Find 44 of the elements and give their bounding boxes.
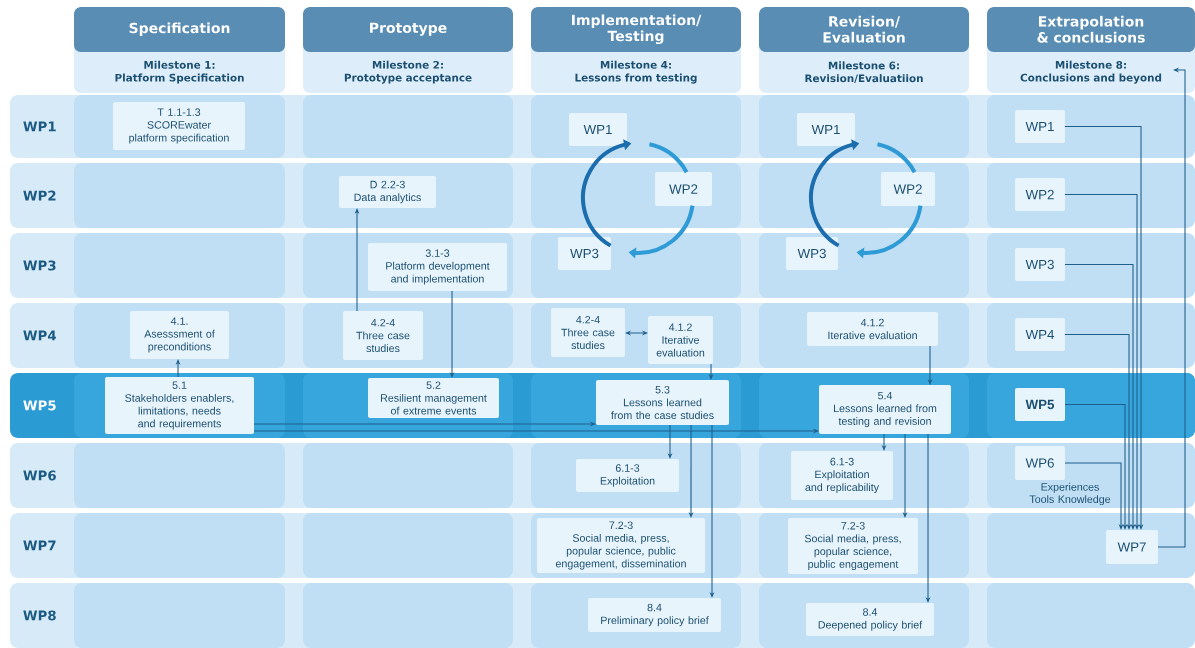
- column-header: Prototype Milestone 2: Prototype acceptance: [303, 7, 513, 93]
- wp-box: WP3: [786, 237, 838, 270]
- wp-box: WP3: [558, 237, 611, 270]
- task-box: 5.2 Resilient management of extreme events: [368, 378, 499, 418]
- arrow: [1064, 125, 1144, 530]
- wp-box: WP1: [569, 113, 627, 146]
- wp-box: WP2: [655, 172, 712, 206]
- arrow: [1064, 462, 1124, 530]
- wp-box: WP1: [1015, 110, 1065, 143]
- task-box: 5.1 Stakeholders enablers, limitations, needs and requirements: [105, 377, 254, 434]
- task-box: 4.2-4 Three case studies: [551, 308, 625, 357]
- task-box: 3.1-3 Platform development and implementation: [368, 243, 507, 291]
- column-header: Implementation/ Testing Milestone 4: Lessons from testing: [531, 7, 741, 93]
- task-box: 5.3 Lessons learned from the case studies: [596, 380, 729, 425]
- task-box: 4.2-4 Three case studies: [343, 311, 423, 360]
- column-header: Revision/ Evaluation Milestone 6: Revision/Evaluatiion: [759, 7, 969, 93]
- task-box: D 2.2-3 Data analytics: [339, 176, 436, 208]
- wp-box: WP6: [1015, 446, 1065, 480]
- wp-box: WP4: [1015, 318, 1065, 351]
- arrow: [1064, 403, 1128, 530]
- task-box: 4.1.2 Iterative evaluation: [648, 316, 713, 364]
- arrow: [1064, 193, 1140, 530]
- wp-box: WP3: [1015, 248, 1065, 281]
- wp-box: WP2: [881, 172, 935, 206]
- arrow: [625, 330, 648, 336]
- task-box: T 1.1-1.3 SCOREwater platform specification: [113, 102, 245, 150]
- arrow: [1064, 333, 1132, 530]
- task-box: 4.1. Asesssment of preconditions: [130, 311, 229, 359]
- column-header: Specification Milestone 1: Platform Specification: [74, 7, 285, 93]
- wp-box: WP5: [1015, 388, 1065, 421]
- task-box: 8.4 Deepened policy brief: [806, 603, 934, 636]
- column-header: Extrapolation & conclusions Milestone 8: Conclusions and beyond: [987, 7, 1195, 93]
- note-text: Experiences Tools Knowledge: [1029, 482, 1111, 506]
- task-box: 6.1-3 Exploitation and replicability: [791, 451, 893, 500]
- task-box: 7.2-3 Social media, press, popular science, public engagement, dissemination: [537, 518, 705, 573]
- task-box: 4.1.2 Iterative evaluation: [807, 312, 938, 346]
- task-box: 7.2-3 Social media, press, popular science, public engagement: [788, 518, 918, 574]
- task-box: 5.4 Lessons learned from testing and revision: [819, 385, 951, 434]
- arrow: [1064, 263, 1136, 530]
- task-box: 6.1-3 Exploitation: [576, 459, 679, 492]
- wp-box: WP1: [797, 113, 855, 146]
- wp-box: WP2: [1015, 178, 1065, 211]
- task-box: 8.4 Preliminary policy brief: [588, 598, 721, 632]
- wp-box: WP7: [1106, 530, 1158, 564]
